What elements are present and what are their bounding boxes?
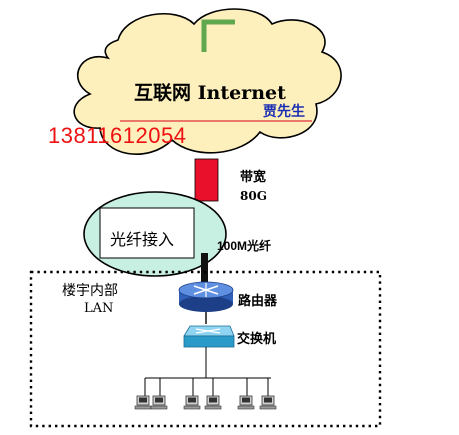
pc-icon xyxy=(237,395,255,410)
lan-subtitle: LAN xyxy=(84,301,114,316)
router-icon xyxy=(178,281,234,312)
antenna-mark-icon xyxy=(201,19,235,52)
cloud-author: 贾先生 xyxy=(263,103,305,119)
uplink-bar xyxy=(194,158,219,202)
router-label: 路由器 xyxy=(238,293,278,308)
switch-icon xyxy=(183,325,235,348)
pc-icon xyxy=(259,395,277,410)
internet-cloud xyxy=(73,8,342,155)
cloud-title: 互联网 Internet xyxy=(134,82,286,104)
pc-icon xyxy=(134,395,152,410)
fiber-access-box xyxy=(99,207,195,259)
phone-number: 13811612054 xyxy=(48,123,187,148)
pc-icon xyxy=(150,395,168,410)
fiber-access-label: 光纤接入 xyxy=(110,232,175,249)
switch-label: 交换机 xyxy=(237,331,277,346)
lan-cabling xyxy=(144,347,271,396)
bandwidth-label: 带宽 xyxy=(240,169,267,184)
pc-icon xyxy=(183,395,201,410)
pc-icon xyxy=(204,395,222,410)
lan-title: 楼宇内部 xyxy=(62,282,118,298)
lan-boundary xyxy=(29,270,382,428)
bandwidth-value: 80G xyxy=(240,189,267,203)
fiber-line xyxy=(201,253,208,286)
fiber-link-label: 100M光纤 xyxy=(217,239,272,253)
